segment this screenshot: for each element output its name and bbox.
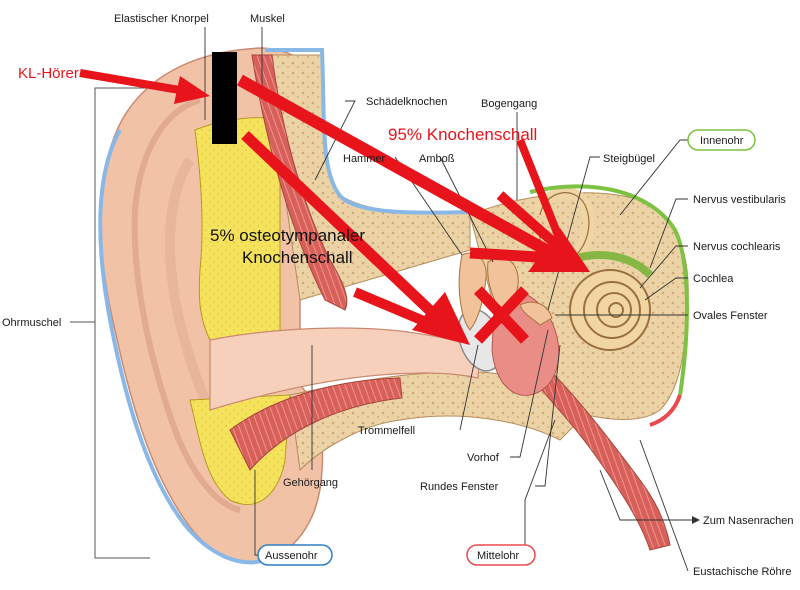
arrow-to-inner-ear-4 [516, 138, 564, 242]
label-schaedelknochen: Schädelknochen [366, 96, 447, 108]
mittelohr-border [649, 394, 682, 427]
leader-cochlea [644, 277, 688, 301]
aussenohr-border-lower [98, 129, 266, 565]
leader-vorhof [510, 329, 549, 458]
label-aussenohr: Aussenohr [265, 550, 318, 562]
aussenohr-badge [257, 544, 333, 566]
label-gehoergang: Gehörgang [283, 477, 338, 489]
arrowhead-kl-hoerer [174, 76, 210, 104]
leader-eustachische-roehre [639, 439, 689, 572]
leader-nervus-vestibularis [649, 198, 688, 269]
kl-hoerer-device [212, 52, 237, 144]
stapes-bone [519, 301, 553, 326]
leader-zum-nasenrachen [599, 469, 692, 521]
muscle-lower [229, 377, 403, 471]
innenohr-badge [687, 129, 756, 151]
label-bogengang: Bogengang [481, 98, 537, 110]
mittelohr-badge [466, 544, 536, 566]
aussenohr-border [265, 48, 471, 215]
label-nervus-cochlearis: Nervus cochlearis [693, 241, 781, 253]
eustachian-tube [524, 359, 671, 551]
arrow-knochenschall-95 [237, 74, 558, 261]
label-zum-nasenrachen: Zum Nasenrachen [703, 515, 794, 527]
inner-ear [533, 186, 653, 351]
ohrmuschel-bracket [94, 87, 150, 559]
arrowhead-osteotympanal-1 [412, 292, 470, 345]
annotation-osteotympanal-line2: Knochenschall [242, 248, 353, 267]
label-hammer: Hammer [343, 153, 386, 165]
label-vorhof: Vorhof [467, 452, 500, 464]
label-rundes-fenster: Rundes Fenster [420, 481, 499, 493]
cartilage-region [194, 117, 281, 341]
label-trommelfell: Trommelfell [358, 425, 415, 437]
cochlea-ring-3 [596, 292, 632, 328]
label-amboss: Amboß [419, 153, 455, 165]
ear-antihelix [165, 157, 215, 413]
leader-mittelohr [524, 419, 556, 548]
arrow-to-inner-ear-2 [469, 247, 556, 264]
label-mittelohr: Mittelohr [477, 550, 520, 562]
arrow-to-inner-ear-3 [496, 191, 564, 252]
label-ohrmuschel: Ohrmuschel [2, 317, 61, 329]
ear-canal [209, 327, 481, 411]
leader-trommelfell [459, 344, 479, 431]
ear-helix-inner [131, 97, 241, 513]
label-steigbuegel: Steigbügel [603, 153, 655, 165]
leader-innenohr [619, 139, 690, 216]
arrow-osteotympanal-2 [353, 287, 447, 335]
arrowhead-nasenrachen [692, 516, 700, 524]
label-eustachische-roehre: Eustachische Röhre [693, 566, 791, 578]
innenohr-border [529, 184, 689, 396]
label-innenohr: Innenohr [700, 135, 744, 147]
blocked-x-stroke-2 [473, 286, 530, 344]
leader-nervus-cochlearis [639, 245, 688, 289]
arrow-osteotympanal-1 [241, 131, 444, 324]
label-muskel: Muskel [250, 13, 285, 25]
annotation-kl-hoerer: KL-Hörer [18, 65, 79, 82]
label-nervus-vestibularis: Nervus vestibularis [693, 194, 786, 206]
annotation-knochenschall-95: 95% Knochenschall [388, 125, 537, 144]
annotation-osteotympanal-line1: 5% osteotympanaler [210, 226, 365, 245]
label-cochlea: Cochlea [693, 273, 734, 285]
label-elastischer-knorpel: Elastischer Knorpel [114, 13, 209, 25]
leader-schaedelknochen [314, 100, 356, 181]
label-ovales-fenster: Ovales Fenster [693, 310, 768, 322]
cochlea-ring-4 [608, 302, 624, 318]
sound-arrows [79, 69, 590, 345]
cochlea-ring-2 [583, 281, 641, 339]
leader-rundes-fenster [535, 344, 561, 487]
